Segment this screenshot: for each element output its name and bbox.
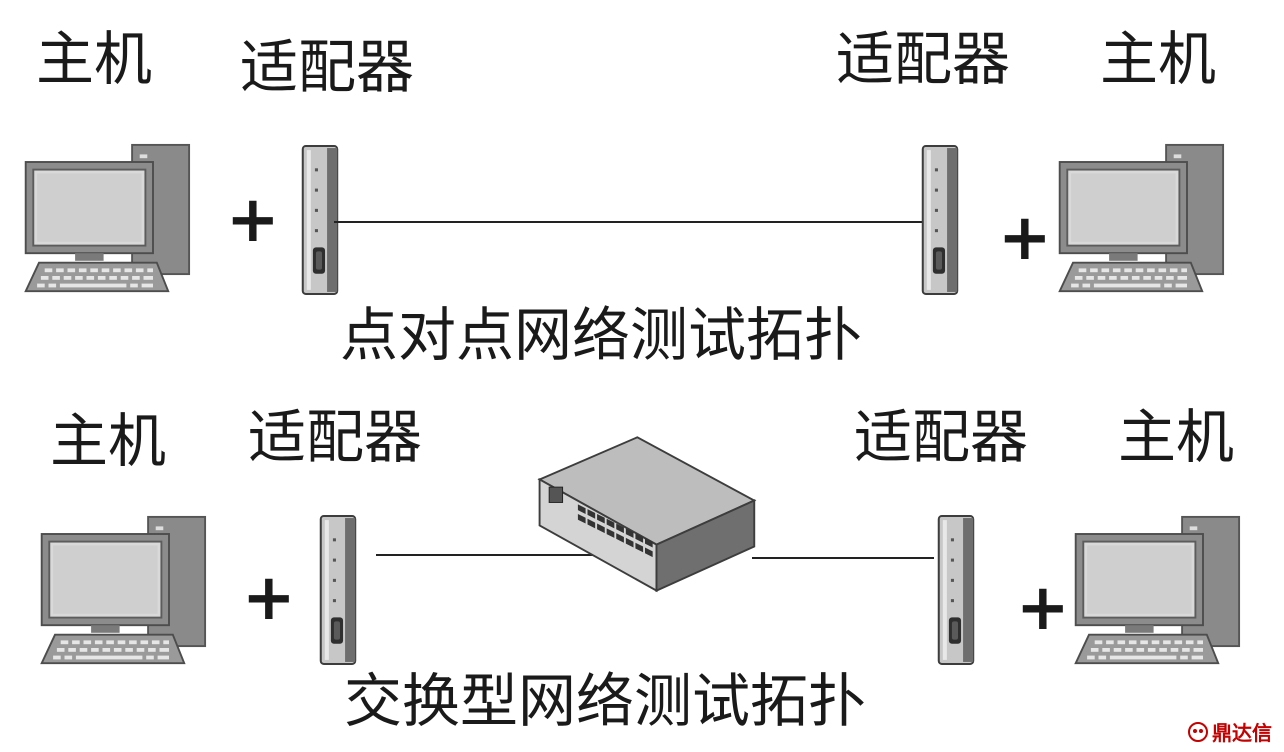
watermark-text: 鼎达信	[1212, 721, 1272, 745]
plus-sign: +	[998, 201, 1052, 275]
adapter-label-bottom-right: 适配器	[854, 403, 1029, 471]
host-label-bottom-left: 主机	[50, 407, 167, 475]
switched-link-left-line	[376, 554, 594, 556]
adapter-label-bottom-left: 适配器	[248, 403, 423, 471]
host-computer-icon	[36, 510, 226, 672]
adapter-device-icon	[936, 514, 978, 666]
host-label-top-left: 主机	[36, 25, 153, 93]
watermark-badge-icon	[1188, 721, 1208, 742]
switch-device-icon	[530, 430, 760, 596]
plus-sign: +	[226, 183, 280, 257]
host-label-bottom-right: 主机	[1118, 403, 1235, 471]
adapter-device-icon	[920, 144, 962, 296]
switched-topology-caption: 交换型网络测试拓扑	[344, 667, 867, 735]
adapter-label-top-right: 适配器	[836, 25, 1011, 93]
host-computer-icon	[1070, 510, 1260, 672]
adapter-label-top-left: 适配器	[240, 33, 415, 101]
plus-sign: +	[242, 561, 296, 635]
adapter-device-icon	[300, 144, 342, 296]
switched-link-right-line	[752, 557, 934, 559]
host-computer-icon	[20, 138, 210, 300]
watermark-logo: 鼎达信	[1187, 717, 1272, 746]
adapter-device-icon	[318, 514, 360, 666]
host-computer-icon	[1054, 138, 1244, 300]
plus-sign: +	[1016, 571, 1070, 645]
p2p-topology-caption: 点对点网络测试拓扑	[340, 301, 863, 369]
p2p-link-line	[334, 221, 930, 223]
host-label-top-right: 主机	[1100, 25, 1217, 93]
